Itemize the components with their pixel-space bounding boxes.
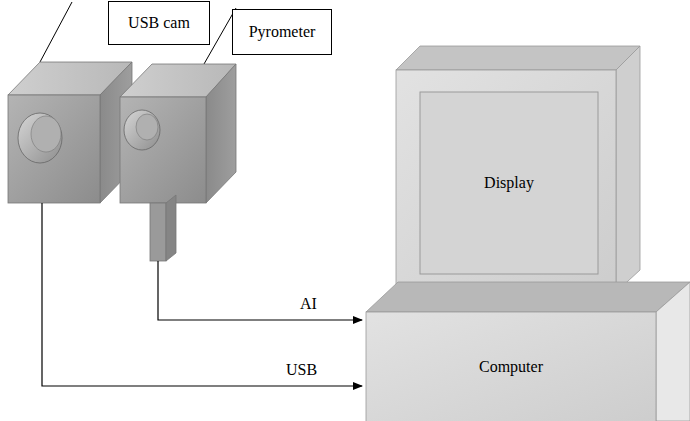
signal-name: USB	[286, 360, 317, 379]
computer-base: Computer	[366, 312, 656, 421]
node-text: Computer	[479, 357, 543, 376]
display-screen: Display	[420, 92, 598, 274]
signal-name: AI	[300, 294, 317, 313]
node-text: USB cam	[128, 13, 190, 32]
pyrometer	[120, 64, 236, 261]
node-text: Display	[484, 173, 534, 192]
usb-wire	[42, 203, 362, 386]
ai-wire	[158, 261, 362, 320]
computer-illustration	[366, 46, 690, 421]
node-text: Pyrometer	[249, 22, 316, 41]
leader-line	[40, 2, 72, 62]
callout-box: USB cam	[108, 1, 210, 45]
usb-camera	[8, 62, 132, 203]
callout-box: Pyrometer	[232, 9, 332, 55]
